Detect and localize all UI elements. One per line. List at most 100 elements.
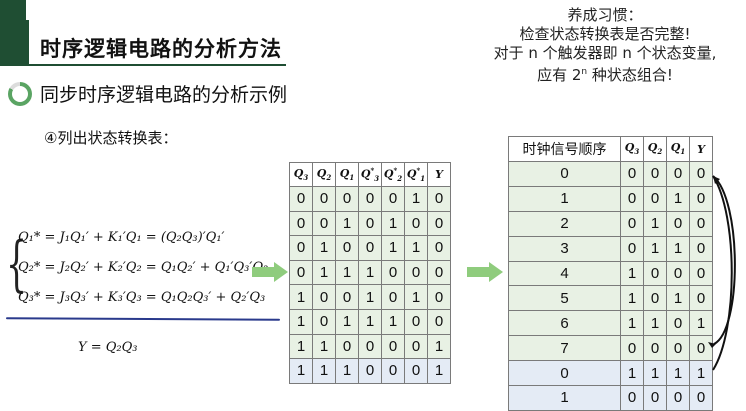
table-cell: 1 xyxy=(335,308,359,335)
table-cell: 0 xyxy=(643,260,667,287)
table-cell: 1 xyxy=(689,310,713,337)
table-cell: 1 xyxy=(643,360,667,387)
table-cell: 0 xyxy=(289,259,313,286)
table-cell: 0 xyxy=(620,335,644,362)
table-cell: 0 xyxy=(643,285,667,312)
table-cell: 1 xyxy=(358,284,382,310)
header-q1: Q1 xyxy=(335,162,359,187)
header-y: Y xyxy=(427,162,451,187)
table-cell: 0 xyxy=(289,235,313,261)
progress-ring-icon xyxy=(8,82,32,106)
table-cell: 1 xyxy=(289,308,313,335)
table-cell: 0 xyxy=(666,210,690,237)
table-cell: 1 xyxy=(508,185,621,212)
table-cell: 1 xyxy=(404,235,428,261)
equation-q3: Q₃* = J₃Q₃′ + K₃′Q₃ = Q₁Q₂Q₃′ + Q₂′Q₃ xyxy=(18,290,266,305)
header-y: Y xyxy=(689,136,713,162)
table-cell: 4 xyxy=(508,260,621,287)
table-cell: 0 xyxy=(335,284,359,310)
table-cell: 1 xyxy=(666,235,690,262)
title-underline xyxy=(26,64,286,66)
section-subtitle: 同步时序逻辑电路的分析示例 xyxy=(40,84,288,106)
step-label: ④列出状态转换表： xyxy=(44,129,178,147)
table-cell: 0 xyxy=(381,284,405,310)
table-cell: 1 xyxy=(404,186,428,212)
table-cell: 1 xyxy=(312,358,336,384)
table-cell: 0 xyxy=(381,186,405,212)
table-cell: 0 xyxy=(427,186,451,212)
table-cell: 0 xyxy=(643,185,667,212)
equation-q1: Q₁* = J₁Q₁′ + K₁′Q₁ = (Q₂Q₃)′Q₁′ xyxy=(18,230,225,245)
table-cell: 0 xyxy=(404,210,428,237)
table-cell: 0 xyxy=(404,308,428,335)
table-cell: 0 xyxy=(643,161,667,187)
table-cell: 1 xyxy=(312,235,336,261)
table-cell: 1 xyxy=(620,310,644,337)
title-box xyxy=(26,20,274,64)
table-cell: 0 xyxy=(312,284,336,310)
table-cell: 1 xyxy=(358,308,382,335)
table-cell: 0 xyxy=(620,210,644,237)
output-equation: Y = Q₂Q₃ xyxy=(78,340,138,355)
table-cell: 1 xyxy=(643,235,667,262)
table-cell: 0 xyxy=(620,235,644,262)
table-cell: 0 xyxy=(620,161,644,187)
table-cell: 1 xyxy=(381,308,405,335)
table-cell: 0 xyxy=(358,358,382,384)
table-cell: 0 xyxy=(381,333,405,360)
table-cell: 0 xyxy=(335,186,359,212)
habit-note: 养成习惯： 检查状态转换表是否完整! 对于 n 个触发器即 n 个状态变量, 应… xyxy=(470,6,740,85)
table-cell: 0 xyxy=(335,235,359,261)
header-q1-next: Q*1 xyxy=(404,162,428,187)
table-cell: 2 xyxy=(508,210,621,237)
table-cell: 0 xyxy=(358,186,382,212)
table-cell: 1 xyxy=(508,385,621,411)
table-cell: 0 xyxy=(620,185,644,212)
table-cell: 0 xyxy=(508,161,621,187)
table-cell: 0 xyxy=(427,308,451,335)
table-cell: 1 xyxy=(381,210,405,237)
table-cell: 1 xyxy=(666,285,690,312)
state-equations: { Q₁* = J₁Q₁′ + K₁′Q₁ = (Q₂Q₃)′Q₁′ Q₂* =… xyxy=(6,222,268,314)
table-header-row: Q3 Q2 Q1 Q*3 Q*2 Q*1 Y xyxy=(289,162,451,187)
pen-underline xyxy=(5,317,281,321)
table-cell: 1 xyxy=(381,235,405,261)
header-q2: Q2 xyxy=(312,162,336,187)
table-cell: 0 xyxy=(312,186,336,212)
table-cell: 1 xyxy=(335,358,359,384)
table-cell: 0 xyxy=(689,260,713,287)
table-cell: 0 xyxy=(312,210,336,237)
table-cell: 0 xyxy=(666,260,690,287)
table-cell: 1 xyxy=(312,259,336,286)
table-cell: 1 xyxy=(404,284,428,310)
table-cell: 6 xyxy=(508,310,621,337)
table-cell: 0 xyxy=(289,210,313,237)
header-q3-next: Q*3 xyxy=(358,162,382,187)
table-cell: 0 xyxy=(643,385,667,411)
habit-line-4-pre: 应有 2 xyxy=(537,66,582,84)
header-q2-next: Q*2 xyxy=(381,162,405,187)
table-cell: 0 xyxy=(689,385,713,411)
equation-q2: Q₂* = J₂Q₂′ + K₂′Q₂ = Q₁Q₂′ + Q₁′Q₃′Q₂ xyxy=(18,260,269,275)
table-cell: 0 xyxy=(427,235,451,261)
habit-line-4-post: 种状态组合! xyxy=(587,66,673,84)
table-cell: 1 xyxy=(666,360,690,387)
table-cell: 0 xyxy=(689,210,713,237)
table-cell: 1 xyxy=(666,185,690,212)
table-cell: 1 xyxy=(358,259,382,286)
table-cell: 0 xyxy=(666,335,690,362)
table-cell: 1 xyxy=(289,358,313,384)
